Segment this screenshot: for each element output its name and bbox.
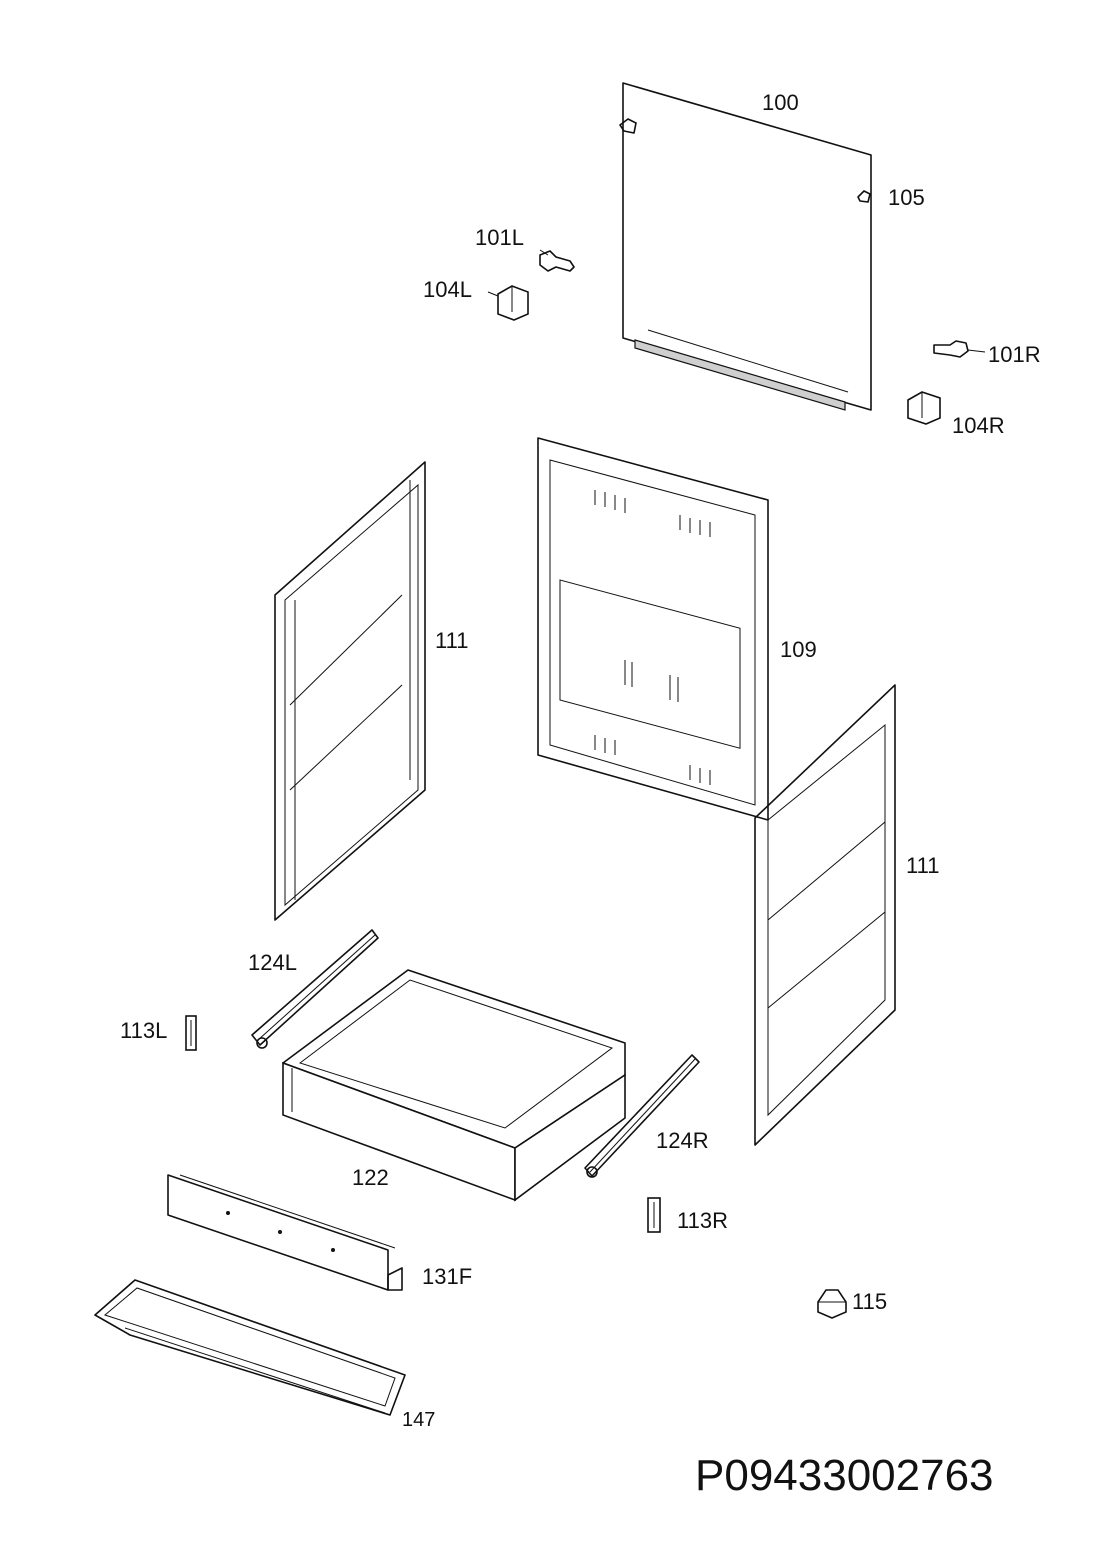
label-124R: 124R [656, 1128, 709, 1153]
label-113L: 113L [120, 1018, 167, 1043]
part-111-left-side-panel [274, 461, 426, 921]
part-109-back-panel [537, 437, 769, 821]
drawing-code: P09433002763 [695, 1451, 994, 1500]
part-104R-hinge-block [907, 391, 941, 425]
part-101L-hinge-pin [539, 250, 575, 272]
label-101R: 101R [988, 342, 1041, 367]
label-131F: 131F [422, 1264, 472, 1289]
part-124L-drawer-rail [251, 929, 379, 1049]
label-111-right: 111 [906, 853, 939, 878]
part-131F-front-bracket [167, 1174, 403, 1291]
label-104L: 104L [423, 277, 472, 302]
leader-lines [487, 249, 986, 353]
part-113L-clip [185, 1015, 197, 1051]
part-122-drawer [282, 969, 626, 1202]
part-101R-hinge-pin [933, 340, 969, 358]
part-113R-clip [647, 1197, 661, 1233]
label-147: 147 [402, 1409, 435, 1431]
label-109: 109 [780, 637, 817, 662]
part-104L-hinge-block [497, 285, 529, 321]
label-111-left: 111 [435, 628, 468, 653]
part-147-tray [94, 1279, 406, 1416]
label-104R: 104R [952, 413, 1005, 438]
label-124L: 124L [248, 950, 297, 975]
label-113R: 113R [677, 1208, 728, 1233]
label-100: 100 [762, 90, 799, 115]
label-105: 105 [888, 185, 925, 210]
label-101L: 101L [475, 225, 524, 250]
label-115: 115 [852, 1289, 887, 1314]
part-111-right-side-panel [754, 684, 896, 1146]
part-100-glass-panel [619, 82, 872, 411]
part-124R-drawer-rail [584, 1054, 700, 1178]
label-122: 122 [352, 1165, 389, 1190]
part-115-adjustable-foot [817, 1289, 847, 1319]
